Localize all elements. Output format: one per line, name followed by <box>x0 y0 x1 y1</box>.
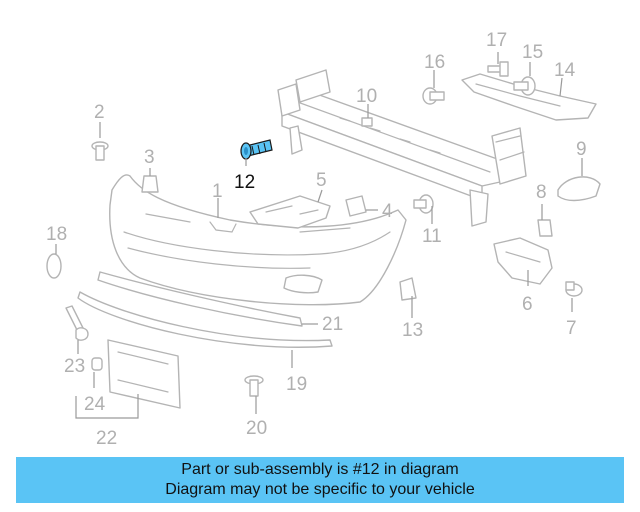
clip-24 <box>91 357 103 371</box>
callout-10: 10 <box>356 86 377 107</box>
callout-numbers: 1 2 3 4 5 6 7 8 9 10 11 12 13 14 15 16 1… <box>46 30 587 449</box>
bolt-20 <box>244 375 264 397</box>
callout-5: 5 <box>316 170 327 191</box>
screw-2 <box>91 141 109 161</box>
callout-24: 24 <box>84 394 106 415</box>
callout-1: 1 <box>212 181 223 202</box>
side-bracket-14 <box>461 73 597 121</box>
bracket-13 <box>399 277 417 301</box>
clip-3 <box>141 175 159 193</box>
callout-16: 16 <box>424 52 445 73</box>
lower-spoiler <box>77 291 333 348</box>
callout-4: 4 <box>382 201 393 222</box>
callout-3: 3 <box>144 147 155 168</box>
license-plate-bracket <box>107 339 181 409</box>
callout-2: 2 <box>94 102 105 123</box>
info-banner-line-2: Diagram may not be specific to your vehi… <box>165 481 475 498</box>
callout-21: 21 <box>322 314 343 335</box>
callout-13: 13 <box>402 320 423 341</box>
leader-lines <box>55 52 583 419</box>
tow-hook-cap-18 <box>46 253 62 279</box>
bolt-7 <box>565 281 583 297</box>
bolt-11 <box>413 194 434 214</box>
bumper-bracket-5 <box>249 195 331 229</box>
bolt-17 <box>487 61 509 77</box>
side-bracket-6 <box>493 237 553 285</box>
callout-8: 8 <box>536 182 547 203</box>
trim-strip <box>65 305 89 341</box>
callout-9: 9 <box>576 139 587 160</box>
callout-22: 22 <box>96 428 117 449</box>
callout-11: 11 <box>422 226 442 247</box>
info-banner-line-1: Part or sub-assembly is #12 in diagram <box>181 461 459 478</box>
bumper-reinforcement-beam <box>277 69 527 227</box>
callout-7: 7 <box>566 318 577 339</box>
bolt-16 <box>422 87 445 105</box>
fog-cover-9 <box>557 176 601 202</box>
info-banner: Part or sub-assembly is #12 in diagram D… <box>16 457 624 503</box>
callout-14: 14 <box>554 60 576 81</box>
callout-6: 6 <box>522 294 533 315</box>
clip-8 <box>537 219 553 237</box>
front-bumper-cover <box>109 174 407 306</box>
callout-18: 18 <box>46 224 67 245</box>
callout-19: 19 <box>286 374 307 395</box>
nut-4 <box>345 195 367 217</box>
bolt-15 <box>513 76 536 96</box>
callout-12: 12 <box>234 172 255 193</box>
parts-diagram: 1 2 3 4 5 6 7 8 9 10 11 12 13 14 15 16 1… <box>46 30 601 449</box>
callout-15: 15 <box>522 42 543 63</box>
lower-grille <box>97 271 303 327</box>
callout-17: 17 <box>486 30 507 51</box>
highlighted-bolt-12 <box>240 139 273 160</box>
callout-20: 20 <box>246 418 267 439</box>
callout-23: 23 <box>64 356 85 377</box>
